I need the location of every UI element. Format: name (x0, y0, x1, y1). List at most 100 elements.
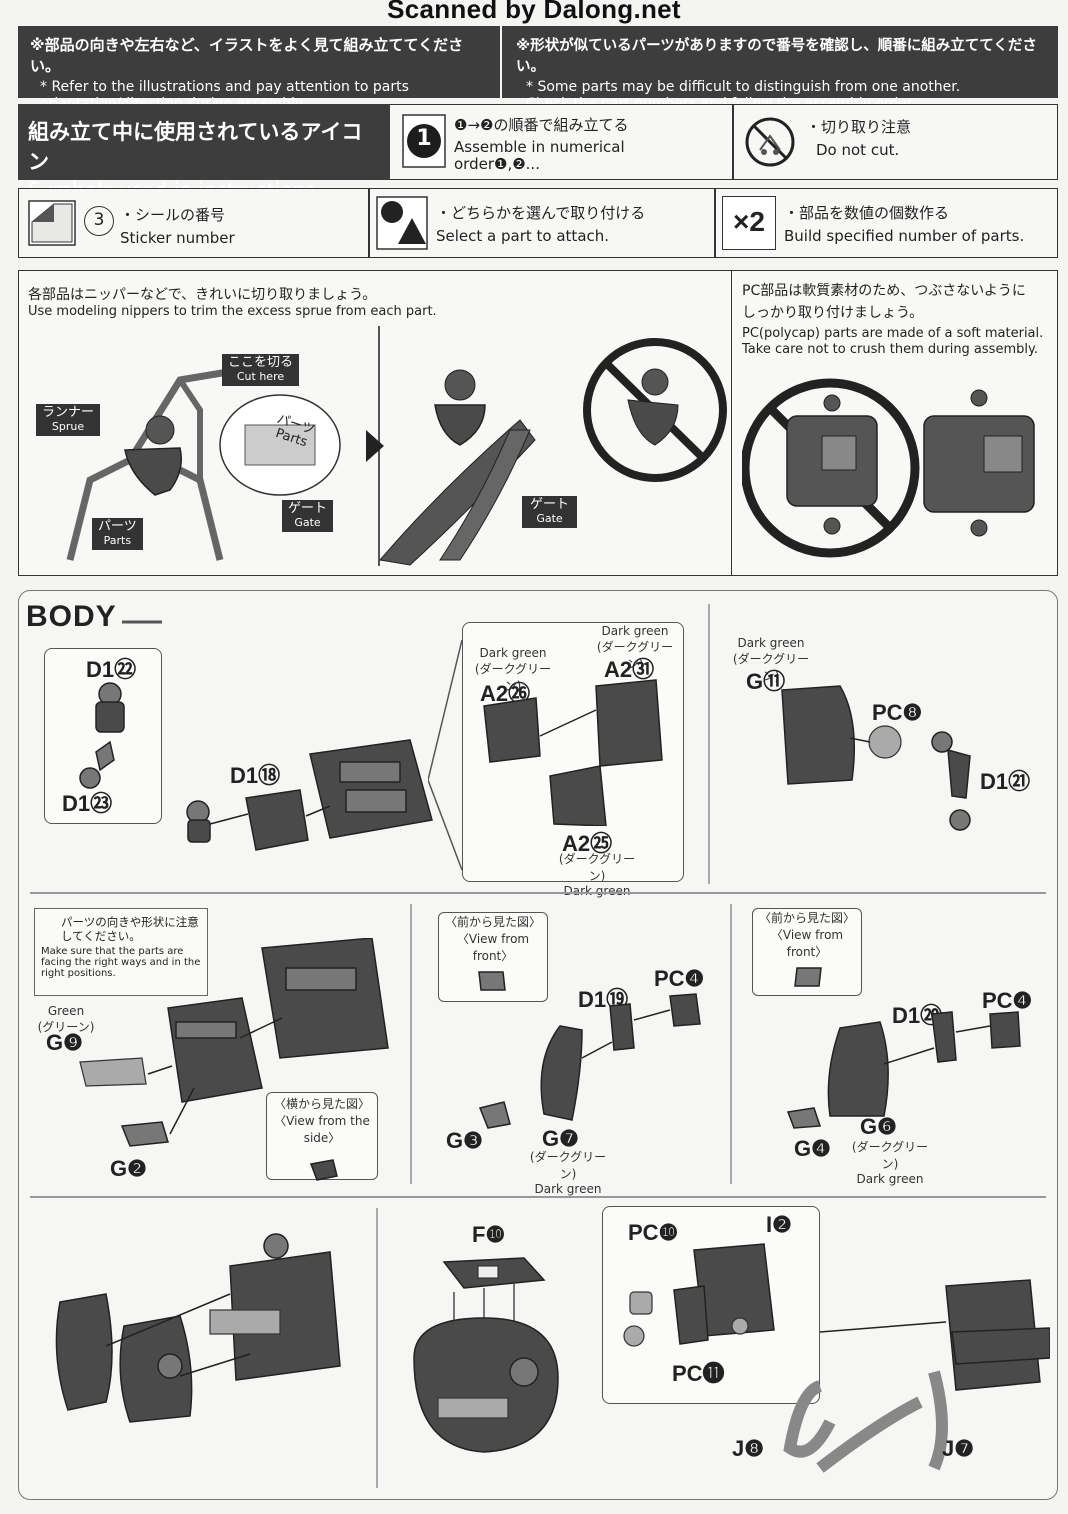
side-view-jp: 〈横から見た図〉 (273, 1097, 370, 1111)
step-divider-1 (708, 604, 710, 884)
label-d1-23: D1㉓ (62, 791, 113, 816)
sticker-icon (28, 200, 76, 246)
g6-color: (ダークグリーン) Dark green (851, 1140, 929, 1186)
sprue-jp: ランナー (42, 405, 95, 420)
header-left-jp: ※部品の向きや左右など、イラストをよく見て組み立ててください。 (30, 36, 464, 75)
step-divider-4 (376, 1208, 378, 1488)
no-cut-icon (744, 116, 796, 168)
row-divider-1 (30, 892, 1046, 894)
sticker-jp: ・シールの番号 (120, 206, 226, 224)
label-g6: G❻ (860, 1114, 897, 1139)
build-en: Build specified number of parts. (784, 227, 1025, 245)
label-a2-31: A2㉛ (604, 657, 655, 682)
gate-label: ゲート Gate (282, 500, 334, 532)
nipper-cut-illustration (360, 320, 730, 570)
header-divider (500, 26, 502, 98)
label-pc10: PC❿ (628, 1220, 679, 1245)
build-count-badge: ×2 (722, 196, 776, 250)
gate-label-2: ゲート Gate (522, 496, 578, 528)
gate2-jp: ゲート (530, 497, 570, 512)
step-divider-3 (730, 904, 732, 1184)
gate-jp: ゲート (288, 501, 328, 516)
header-right: ※形状が似ているパーツがありますので番号を確認し、順番に組み立ててください。 *… (504, 26, 1058, 112)
cut-here-jp: ここを切る (228, 355, 294, 370)
right-shoulder-armor-parts (784, 1004, 1034, 1134)
symbols-title-jp: 組み立て中に使用されているアイコン (28, 120, 363, 174)
nipper-jp: 各部品はニッパーなどで、きれいに切り取りましょう。 (28, 287, 377, 303)
cut-here-label: ここを切る Cut here (222, 354, 300, 386)
label-g7: G❼ (542, 1126, 579, 1151)
nocut-jp: ・切り取り注意 (806, 118, 912, 136)
nipper-en: Use modeling nippers to trim the excess … (28, 304, 437, 319)
pc-note: PC部品は軟質素材のため、つぶさないように しっかり取り付けましょう。 PC(p… (742, 280, 1052, 358)
sticker-text: ・シールの番号 Sticker number (120, 204, 235, 247)
label-g11: G⑪ (746, 669, 786, 694)
side-view-en: 〈View from the side〉 (274, 1114, 370, 1145)
label-f10: F❿ (472, 1222, 506, 1247)
label-j7: J❼ (942, 1436, 974, 1461)
select-en: Select a part to attach. (436, 227, 610, 245)
a2-26-color: Dark green (ダークグリーン) (474, 646, 552, 693)
side-view-callout: 〈横から見た図〉 〈View from the side〉 (266, 1092, 378, 1181)
header-bar: ※部品の向きや左右など、イラストをよく見て組み立ててください。 * Refer … (18, 26, 1058, 112)
build-text: ・部品を数値の個数作る Build specified number of pa… (784, 202, 1024, 245)
label-d1-22: D1㉒ (86, 657, 137, 682)
front-view-1-jp: 〈前から見た図〉 (444, 915, 541, 929)
order-badge-icon: 1 (402, 114, 446, 168)
label-pc11: PC⓫ (672, 1361, 725, 1386)
body-title-wrap: BODY (26, 600, 162, 634)
pc-illustration (740, 368, 1052, 568)
select-text: ・どちらかを選んで取り付ける Select a part to attach. (436, 202, 645, 245)
order-text: ❶→❷の順番で組み立てる Assemble in numerical order… (454, 114, 724, 173)
front-view-callout-1: 〈前から見た図〉 〈View from front〉 (438, 912, 548, 1002)
label-d1-18: D1⑱ (230, 763, 281, 788)
label-pc8: PC❽ (872, 700, 923, 725)
symbols-row-1 (390, 104, 1058, 180)
symbol-sticker: 3 ・シールの番号 Sticker number (28, 196, 368, 252)
select-jp: ・どちらかを選んで取り付ける (436, 204, 646, 222)
arrow-right-icon (366, 430, 384, 462)
header-right-jp: ※形状が似ているパーツがありますので番号を確認し、順番に組み立ててください。 (516, 38, 1037, 75)
row2-divider-1 (368, 188, 370, 258)
front-view-2-en: 〈View from front〉 (770, 928, 844, 959)
symbols-divider (732, 104, 734, 180)
build-jp: ・部品を数値の個数作る (784, 204, 950, 222)
g7-color: (ダークグリーン) Dark green (529, 1150, 607, 1196)
g11-color: Dark green (ダークグリーン) (732, 636, 810, 683)
body-title: BODY (26, 600, 117, 633)
symbol-nocut: ・切り取り注意 Do not cut. (734, 104, 1058, 180)
sticker-en: Sticker number (120, 229, 235, 247)
sticker-number-circle: 3 (84, 206, 114, 236)
a2-25-color: (ダークグリーン) Dark green (558, 852, 636, 898)
nipper-instructions: 各部品はニッパーなどで、きれいに切り取りましょう。 Use modeling n… (28, 284, 437, 319)
label-pc4-b: PC❹ (982, 988, 1033, 1013)
d1-head-parts (70, 680, 150, 790)
front-view-2-jp: 〈前から見た図〉 (758, 911, 855, 925)
symbol-build: ×2 ・部品を数値の個数作る Build specified number of… (722, 196, 1052, 252)
torso-top-assembly (394, 1248, 574, 1468)
label-i2: I❷ (766, 1212, 792, 1237)
gate-en: Gate (294, 516, 321, 529)
gate2-en: Gate (536, 512, 563, 525)
order-en: Assemble in numerical order❶,❷... (454, 138, 625, 173)
left-shoulder-armor-parts (474, 990, 710, 1134)
parts-en: Parts (103, 534, 132, 547)
row2-divider-2 (714, 188, 716, 258)
order-jp: ❶→❷の順番で組み立てる (454, 116, 629, 134)
sprue-illustration (30, 330, 370, 570)
parts-label: パーツ Parts (92, 518, 143, 550)
symbol-select: ・どちらかを選んで取り付ける Select a part to attach. (376, 196, 716, 252)
label-d1-21: D1㉑ (980, 769, 1031, 794)
order-badge-number: 1 (416, 126, 432, 151)
hose-assembly (750, 1272, 1051, 1490)
label-a2-25: A2㉕ (562, 831, 613, 856)
nocut-en: Do not cut. (816, 141, 900, 159)
front-view-1-en: 〈View from front〉 (456, 932, 530, 963)
front-view-callout-2: 〈前から見た図〉 〈View from front〉 (752, 908, 862, 996)
note-en: Make sure that the parts are facing the … (41, 946, 201, 979)
parts-jp: パーツ (98, 519, 137, 534)
pc-note-en: PC(polycap) parts are made of a soft mat… (742, 326, 1044, 357)
cut-here-en: Cut here (236, 370, 285, 383)
label-g4: G❹ (794, 1136, 831, 1161)
label-g2: G❷ (110, 1156, 147, 1181)
